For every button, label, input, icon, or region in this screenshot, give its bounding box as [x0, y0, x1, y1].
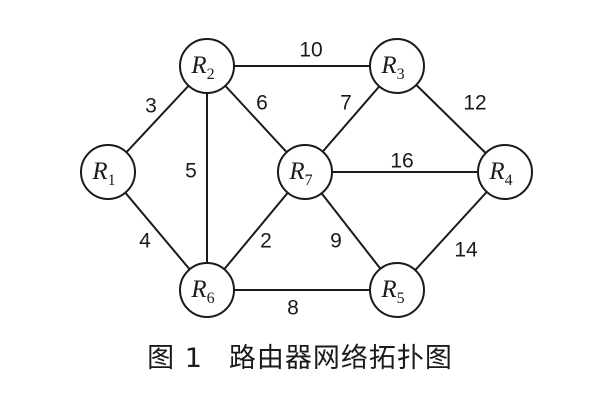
figure-title: 路由器网络拓扑图 [228, 343, 453, 374]
figure-caption: 图 1 路由器网络拓扑图 [0, 336, 600, 375]
edge-weight-r1-r2: 3 [145, 95, 157, 118]
router-node-r1: R1 [80, 144, 136, 200]
router-node-label: R5 [380, 276, 404, 307]
edge-weight-r1-r6: 4 [139, 230, 151, 253]
edge-weight-r7-r6: 2 [260, 230, 272, 253]
router-label-subscript: 4 [505, 172, 513, 189]
router-node-circle [179, 38, 235, 94]
router-label-subscript: 2 [207, 66, 215, 83]
edge-weight-r3-r7: 7 [340, 92, 352, 115]
router-node-circle [80, 144, 136, 200]
router-node-circle [369, 262, 425, 318]
router-label-letter: R [380, 276, 396, 303]
router-label-letter: R [488, 158, 504, 185]
router-node-label: R3 [380, 52, 404, 83]
router-label-subscript: 6 [207, 290, 215, 307]
edge-weight-r7-r5: 9 [330, 230, 342, 253]
router-node-r4: R4 [477, 144, 533, 200]
router-node-r3: R3 [369, 38, 425, 94]
router-label-letter: R [190, 276, 206, 303]
router-label-subscript: 7 [305, 172, 313, 189]
edge-weight-r2-r3: 10 [299, 39, 322, 62]
router-label-letter: R [380, 52, 396, 79]
router-label-letter: R [91, 158, 107, 185]
router-node-label: R7 [288, 158, 312, 189]
router-node-label: R1 [91, 158, 115, 189]
router-node-label: R2 [190, 52, 214, 83]
edge-weight-r2-r6: 5 [185, 160, 197, 183]
router-label-letter: R [190, 52, 206, 79]
edge-weight-r6-r5: 8 [287, 297, 299, 320]
edge-weight-r5-r4: 14 [454, 239, 478, 262]
router-node-r5: R5 [369, 262, 425, 318]
router-label-letter: R [288, 158, 304, 185]
router-label-subscript: 3 [397, 66, 405, 83]
router-node-circle [369, 38, 425, 94]
edge-weight-r3-r4: 12 [463, 92, 486, 115]
figure-number: 图 1 [147, 343, 203, 374]
router-node-label: R4 [488, 158, 512, 189]
router-label-subscript: 5 [397, 290, 405, 307]
edge-weight-r2-r7: 6 [256, 92, 268, 115]
router-label-subscript: 1 [108, 172, 116, 189]
router-node-label: R6 [190, 276, 214, 307]
router-node-circle [179, 262, 235, 318]
router-node-r7: R7 [277, 144, 333, 200]
weights-layer: 10 3 6 7 12 5 16 4 2 9 14 8 [139, 39, 487, 320]
router-node-circle [277, 144, 333, 200]
router-node-r6: R6 [179, 262, 235, 318]
router-node-circle [477, 144, 533, 200]
edge-weight-r7-r4: 16 [390, 150, 413, 173]
router-node-r2: R2 [179, 38, 235, 94]
